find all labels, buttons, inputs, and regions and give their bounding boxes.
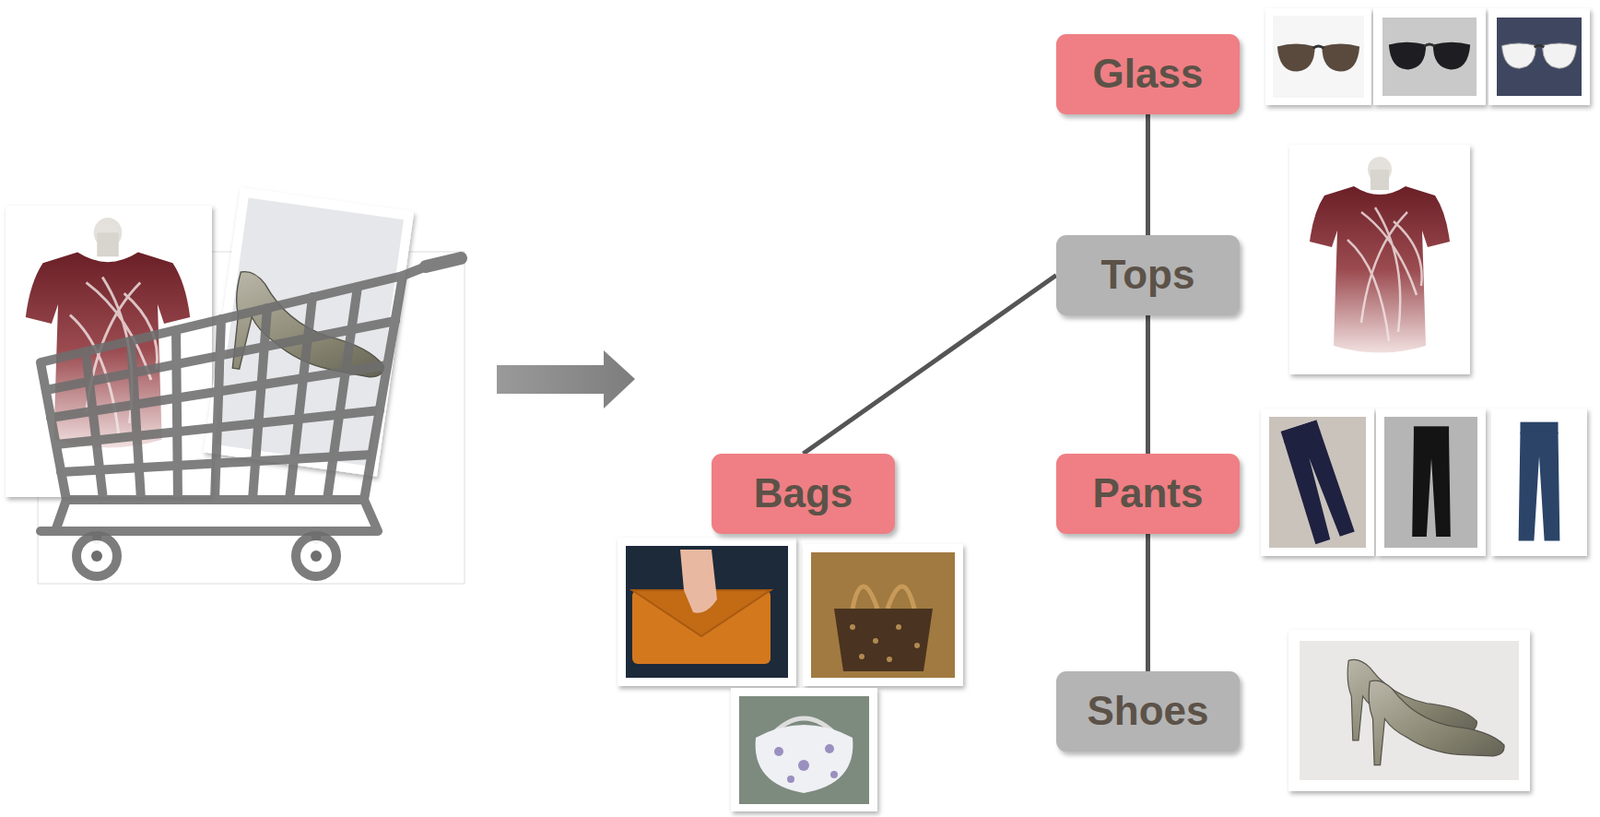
category-label: Shoes [1086,687,1209,735]
pants-photos [1260,408,1588,556]
connector-line [1145,114,1151,236]
bags-photos [617,537,964,812]
shoes-photo [1288,629,1530,791]
flow-arrow [496,350,636,409]
connector-line [1145,315,1151,454]
category-box: Shoes [1056,670,1240,752]
category-label: Glass [1093,50,1204,98]
top-photo [1289,144,1471,375]
category-box: Tops [1056,235,1240,316]
category-box: Bags [711,453,895,534]
category-box: Glass [1056,34,1240,115]
connector-line [803,275,1058,455]
connector-line [1145,533,1151,671]
glasses-photos [1265,8,1590,106]
category-label: Tops [1101,251,1196,299]
category-label: Pants [1093,470,1204,518]
category-box: Pants [1056,453,1240,534]
cart-illustration [5,187,465,584]
category-label: Bags [753,470,854,518]
